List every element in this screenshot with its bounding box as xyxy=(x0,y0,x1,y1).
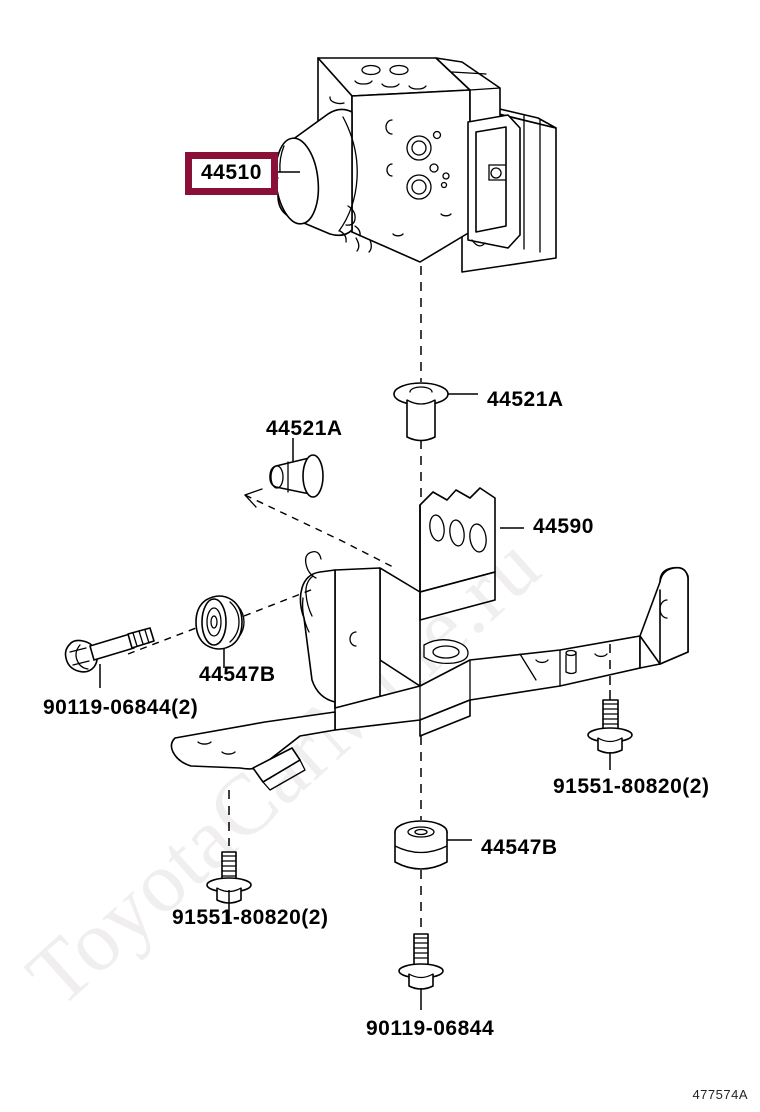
part-label-90119-06844-bottom[interactable]: 90119-06844 xyxy=(366,1017,495,1040)
collar-upper-part[interactable] xyxy=(393,382,449,442)
arrow-tick-b xyxy=(244,494,257,508)
part-label-44547b-bottom[interactable]: 44547B xyxy=(481,836,558,859)
part-label-90119-06844-2[interactable]: 90119-06844(2) xyxy=(43,696,199,719)
bracket-part[interactable] xyxy=(170,487,689,791)
part-label-44590[interactable]: 44590 xyxy=(533,515,594,538)
diagram-code: 477574A xyxy=(692,1087,748,1102)
part-label-44510[interactable]: 44510 xyxy=(185,152,278,196)
bolt-bottom-part[interactable] xyxy=(398,933,444,990)
abs-actuator-part[interactable] xyxy=(266,57,557,273)
part-label-91551-80820-2-bottom-left[interactable]: 91551-80820(2) xyxy=(172,906,329,929)
part-label-44521a-upper[interactable]: 44521A xyxy=(487,388,564,411)
part-label-44547b-left[interactable]: 44547B xyxy=(199,663,276,686)
grommet-bottom-part[interactable] xyxy=(394,820,448,870)
bolt-right-part[interactable] xyxy=(587,699,633,754)
part-label-91551-80820-2-right[interactable]: 91551-80820(2) xyxy=(553,775,710,798)
bolt-bottom-left-part[interactable] xyxy=(206,851,252,904)
bolt-left-part[interactable] xyxy=(64,627,155,673)
collar-left-part[interactable] xyxy=(269,454,324,498)
arrow-tick-a xyxy=(244,488,263,496)
assembly-line-collar-left xyxy=(244,494,396,569)
part-label-44521a-left[interactable]: 44521A xyxy=(266,417,343,440)
grommet-left-part[interactable] xyxy=(195,595,245,650)
